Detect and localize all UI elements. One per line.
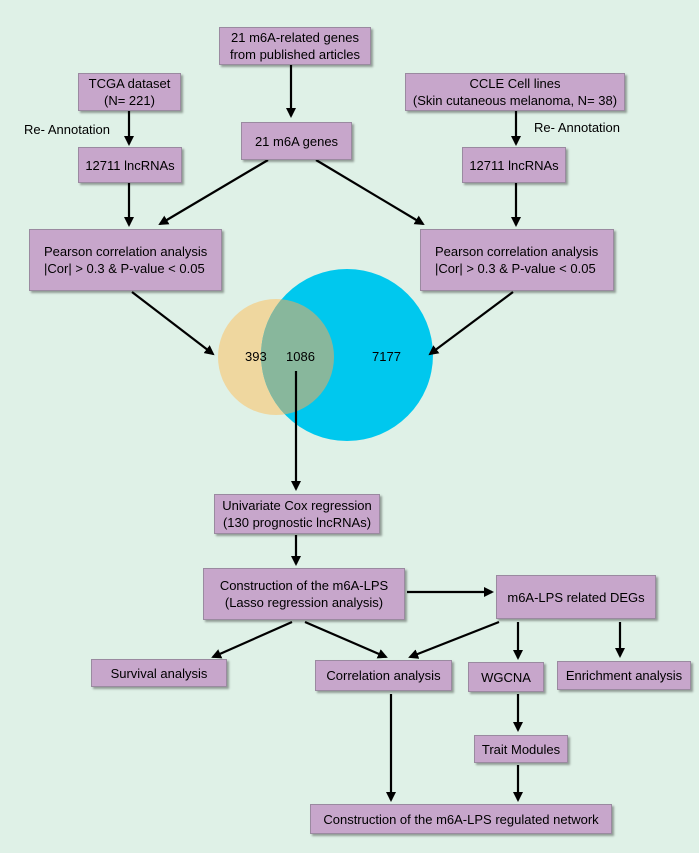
box-lnc-right: 12711 lncRNAs — [462, 147, 566, 183]
box-lnc-left: 12711 lncRNAs — [78, 147, 182, 183]
box-enrichment: Enrichment analysis — [557, 661, 691, 690]
box-wgcna: WGCNA — [468, 662, 544, 692]
box-trait-line1: Trait Modules — [481, 741, 561, 757]
box-lnc-right-line1: 12711 lncRNAs — [469, 157, 559, 173]
venn-diagram: 393 1086 7177 — [218, 269, 433, 441]
box-m6a-articles-line2: from published articles — [229, 47, 361, 62]
box-m6a-articles: 21 m6A-related genes from published arti… — [219, 27, 371, 65]
box-network: Construction of the m6A-LPS regulated ne… — [310, 804, 612, 834]
venn-overlap-count: 1086 — [286, 349, 315, 364]
box-enrichment-line1: Enrichment analysis — [565, 668, 683, 683]
box-lps: Construction of the m6A-LPS (Lasso regre… — [203, 568, 405, 620]
box-pearson-right-line1: Pearson correlation analysis — [435, 244, 599, 259]
box-ccle-line2: (Skin cutaneous melanoma, N= 38) — [412, 93, 618, 108]
arrow-lps-to-correlation — [304, 620, 388, 659]
box-tcga-line2: (N= 221) — [104, 93, 155, 108]
arrow-genes-to-pearson-right — [315, 159, 425, 226]
venn-right-count: 7177 — [372, 349, 401, 364]
box-trait: Trait Modules — [474, 735, 568, 763]
box-pearson-left-line1: Pearson correlation analysis — [44, 244, 208, 259]
box-m6a-genes-line1: 21 m6A genes — [254, 133, 339, 149]
box-lps-line1: Construction of the m6A-LPS — [219, 578, 389, 593]
box-cox-line2: (130 prognostic lncRNAs) — [222, 515, 372, 530]
label-reannotation-right: Re- Annotation — [534, 120, 621, 135]
box-m6a-articles-line1: 21 m6A-related genes — [231, 30, 359, 45]
box-lnc-left-line1: 12711 lncRNAs — [85, 157, 175, 173]
box-pearson-right-line2: |Cor| > 0.3 & P-value < 0.05 — [435, 261, 596, 276]
venn-overlap-region — [261, 299, 334, 415]
box-pearson-right: Pearson correlation analysis |Cor| > 0.3… — [420, 229, 614, 291]
arrow-pearson-left-to-venn — [131, 291, 215, 356]
box-ccle: CCLE Cell lines (Skin cutaneous melanoma… — [405, 73, 625, 111]
box-tcga: TCGA dataset (N= 221) — [78, 73, 181, 111]
box-survival-line1: Survival analysis — [110, 665, 208, 681]
box-pearson-left: Pearson correlation analysis |Cor| > 0.3… — [29, 229, 222, 291]
box-cox-line1: Univariate Cox regression — [222, 498, 372, 513]
box-degs-line1: m6A-LPS related DEGs — [507, 589, 645, 605]
label-reannotation-left: Re- Annotation — [24, 122, 111, 137]
arrow-lps-to-survival — [211, 620, 293, 659]
box-degs: m6A-LPS related DEGs — [496, 575, 656, 619]
box-cox: Univariate Cox regression (130 prognosti… — [214, 494, 380, 534]
box-tcga-line1: TCGA dataset — [88, 76, 171, 91]
arrow-degs-to-correlation — [408, 620, 500, 659]
arrow-pearson-right-to-venn — [428, 291, 514, 356]
box-lps-line2: (Lasso regression analysis) — [224, 595, 384, 610]
box-correlation: Correlation analysis — [315, 660, 452, 691]
box-survival: Survival analysis — [91, 659, 227, 687]
box-correlation-line1: Correlation analysis — [326, 668, 441, 683]
box-ccle-line1: CCLE Cell lines — [469, 76, 561, 91]
box-wgcna-line1: WGCNA — [481, 669, 531, 685]
box-pearson-left-line2: |Cor| > 0.3 & P-value < 0.05 — [44, 261, 205, 276]
box-m6a-genes: 21 m6A genes — [241, 122, 352, 160]
arrow-genes-to-pearson-left — [158, 159, 269, 226]
box-network-line1: Construction of the m6A-LPS regulated ne… — [323, 811, 599, 827]
venn-left-count: 393 — [245, 349, 267, 364]
